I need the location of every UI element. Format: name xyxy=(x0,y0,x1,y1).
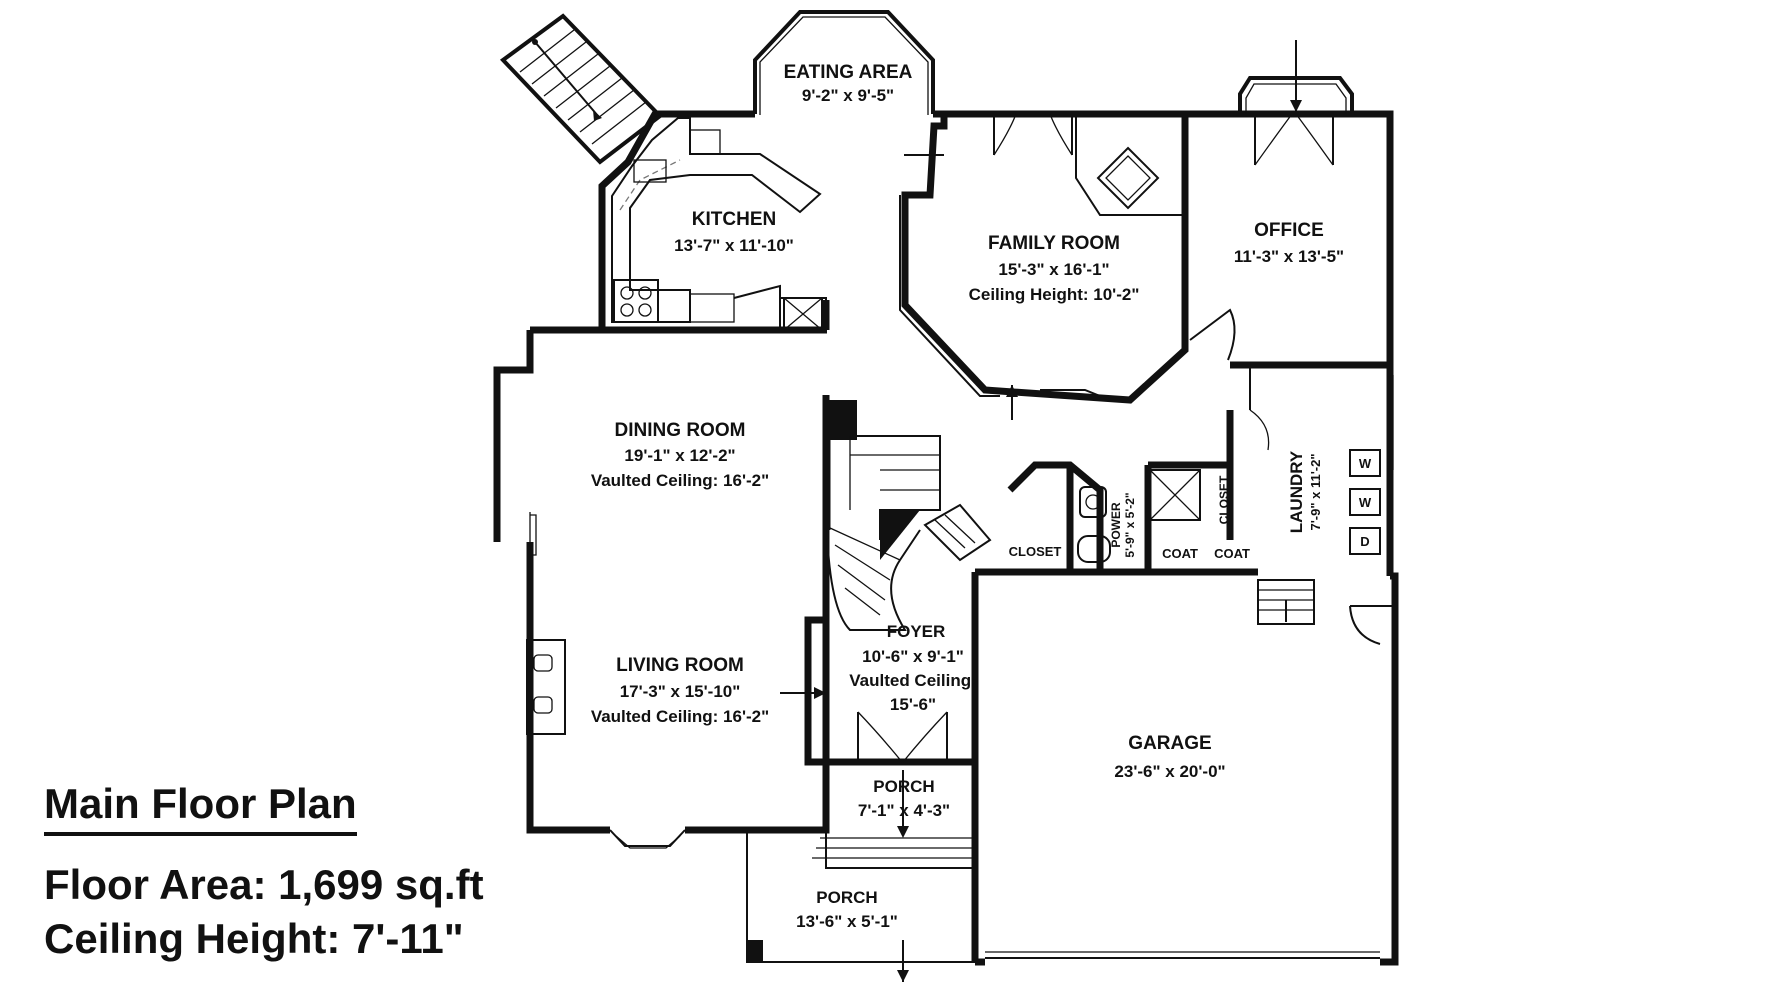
garage-name: GARAGE xyxy=(1128,733,1211,754)
service-walls xyxy=(1007,410,1258,576)
counter-sink xyxy=(689,293,735,323)
range xyxy=(613,279,659,323)
foyer-walls xyxy=(804,568,1100,766)
living-room-name: LIVING ROOM xyxy=(616,655,744,676)
sink xyxy=(689,129,721,155)
family-room-ceiling: Ceiling Height: 10'-2" xyxy=(969,285,1140,304)
dishwasher xyxy=(633,159,667,183)
living-room-dims: 17'-3" x 15'-10" xyxy=(620,682,741,701)
power-name: POWER xyxy=(1109,502,1123,548)
entry-arrows xyxy=(780,40,1302,982)
coat-2-label: COAT xyxy=(1214,546,1250,561)
foyer-name: FOYER xyxy=(887,622,946,641)
deck-stairs xyxy=(499,13,663,165)
garage-walls xyxy=(971,572,1399,966)
plan-summary: Main Floor Plan Floor Area: 1,699 sq.ft … xyxy=(44,780,484,966)
eating-area-name: EATING AREA xyxy=(784,62,913,83)
foyer-ceiling-label: Vaulted Ceiling: xyxy=(849,671,977,690)
garage-stair xyxy=(1257,579,1315,625)
toilet xyxy=(1077,535,1111,563)
living-room-ceiling: Vaulted Ceiling: 16'-2" xyxy=(591,707,769,726)
foyer-dims: 10'-6" x 9'-1" xyxy=(862,647,964,666)
garage-dims: 23'-6" x 20'-0" xyxy=(1114,762,1225,781)
laundry-dims: 7'-9" x 11'-2" xyxy=(1308,453,1323,530)
power-sink xyxy=(1079,486,1107,518)
closet-main-label: CLOSET xyxy=(1009,544,1062,559)
dryer-label: D xyxy=(1360,534,1369,549)
closet-small-label: CLOSET xyxy=(1217,475,1231,524)
family-room-walls xyxy=(901,114,1189,404)
foyer-ceiling-value: 15'-6" xyxy=(890,695,936,714)
porch-front-name: PORCH xyxy=(873,777,934,796)
dining-room-name: DINING ROOM xyxy=(615,420,746,441)
kitchen-dims: 13'-7" x 11'-10" xyxy=(674,236,794,255)
dining-room-dims: 19'-1" x 12'-2" xyxy=(624,446,735,465)
porch-lower-name: PORCH xyxy=(816,888,877,907)
washer-1-label: W xyxy=(1359,456,1372,471)
laundry-name: LAUNDRY xyxy=(1287,450,1306,533)
fireplace xyxy=(526,639,566,735)
power-dims: 5'-9" x 5'-2" xyxy=(1123,492,1137,557)
ceiling-height: Ceiling Height: 7'-11" xyxy=(44,915,464,962)
coat-1-label: COAT xyxy=(1162,546,1198,561)
dining-room-ceiling: Vaulted Ceiling: 16'-2" xyxy=(591,471,769,490)
office-name: OFFICE xyxy=(1254,220,1324,241)
eating-area-bay xyxy=(753,10,935,114)
porch-front-dims: 7'-1" x 4'-3" xyxy=(858,801,950,820)
bay-window xyxy=(609,829,686,847)
family-fireplace xyxy=(1075,114,1183,216)
plan-title: Main Floor Plan xyxy=(44,780,357,836)
front-porch xyxy=(825,762,975,869)
family-room-name: FAMILY ROOM xyxy=(988,233,1120,254)
office-walls xyxy=(1181,110,1390,369)
main-stairs xyxy=(823,400,992,631)
eating-area-dims: 9'-2" x 9'-5" xyxy=(802,86,894,105)
living-dining-walls xyxy=(493,326,830,834)
office-dims: 11'-3" x 13'-5" xyxy=(1234,247,1344,266)
floor-area: Floor Area: 1,699 sq.ft xyxy=(44,861,484,908)
family-room-dims: 15'-3" x 16'-1" xyxy=(998,260,1109,279)
washer-2-label: W xyxy=(1359,495,1372,510)
kitchen-name: KITCHEN xyxy=(692,209,776,230)
fridge xyxy=(783,297,823,331)
porch-lower-dims: 13'-6" x 5'-1" xyxy=(796,912,898,931)
shower xyxy=(1149,469,1201,521)
